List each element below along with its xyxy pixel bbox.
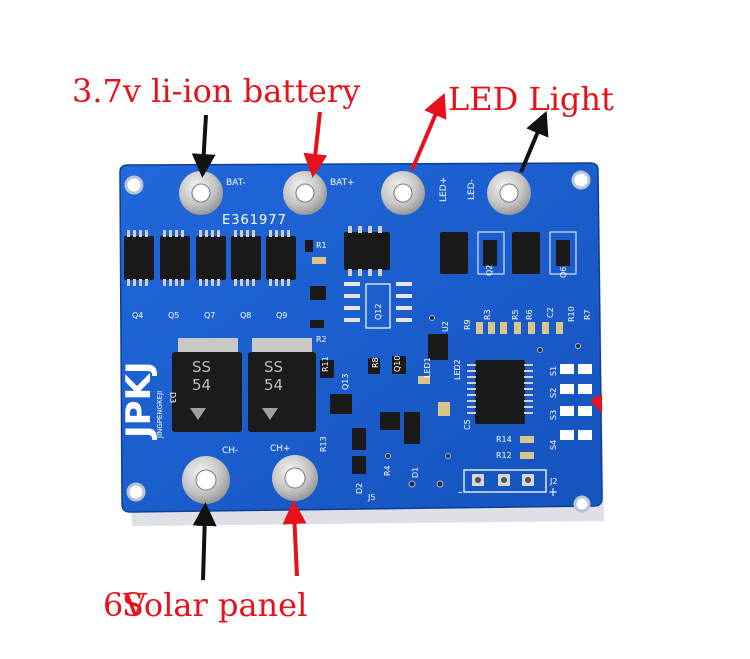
svg-text:Q10: Q10 (393, 356, 402, 372)
svg-text:BAT-: BAT- (226, 178, 246, 188)
svg-text:R6: R6 (525, 309, 534, 320)
pad-bat-minus (179, 171, 223, 215)
svg-text:D1: D1 (411, 467, 420, 478)
battery-label: 3.7v li-ion battery (72, 72, 361, 110)
svg-text:Q8: Q8 (240, 311, 251, 320)
svg-text:CH-: CH- (222, 446, 238, 456)
svg-text:R13: R13 (319, 436, 328, 452)
svg-text:R10: R10 (567, 306, 576, 322)
brand-logo: JPKJ (119, 361, 159, 440)
svg-text:-: - (458, 485, 462, 499)
svg-text:R2: R2 (316, 335, 327, 344)
pad-ch-minus (182, 456, 230, 504)
svg-text:Q7: Q7 (204, 311, 215, 320)
arrow-bat-plus (303, 111, 328, 178)
svg-text:R12: R12 (496, 451, 512, 460)
svg-text:54: 54 (264, 376, 283, 394)
svg-text:CH+: CH+ (270, 444, 291, 454)
svg-text:Q6: Q6 (559, 267, 568, 278)
svg-text:D2: D2 (355, 483, 364, 494)
arrow-bat-minus (191, 114, 216, 178)
control-ic (467, 360, 533, 424)
soic-chip (344, 226, 390, 276)
arrow-led-minus (519, 110, 549, 173)
svg-text:LED-: LED- (467, 179, 477, 200)
svg-text:R4: R4 (383, 465, 392, 476)
svg-text:S3: S3 (549, 410, 558, 420)
pad-led-minus (487, 171, 531, 215)
svg-text:Q4: Q4 (132, 311, 143, 320)
svg-text:R7: R7 (583, 309, 592, 320)
svg-text:LED1: LED1 (423, 357, 432, 378)
svg-text:SS: SS (264, 358, 283, 376)
svg-text:R9: R9 (463, 319, 472, 330)
svg-text:54: 54 (192, 376, 211, 394)
svg-text:S4: S4 (549, 440, 558, 450)
arrow-ch-minus (192, 502, 217, 581)
svg-text:R5: R5 (511, 309, 520, 320)
svg-text:LED+: LED+ (439, 177, 449, 202)
svg-text:JINGPENGKEJI: JINGPENGKEJI (156, 391, 164, 439)
mosfet-row (124, 230, 296, 286)
arrow-ch-plus (282, 500, 307, 577)
svg-text:S2: S2 (549, 388, 558, 398)
pad-ch-plus (272, 455, 318, 501)
svg-text:R1: R1 (316, 241, 327, 250)
svg-text:J2: J2 (549, 477, 557, 486)
svg-text:C5: C5 (463, 419, 472, 430)
header-j2 (463, 469, 547, 493)
svg-text:R14: R14 (496, 435, 512, 444)
diode-ss54-left: SS 54 (172, 338, 242, 432)
svg-text:D3: D3 (168, 392, 177, 403)
svg-text:S1: S1 (549, 366, 558, 376)
solar-voltage-label: 6V (103, 586, 147, 624)
svg-text:R3: R3 (483, 309, 492, 320)
pad-bat-plus (283, 171, 327, 215)
svg-text:LED2: LED2 (453, 359, 462, 380)
arrow-led-plus (410, 92, 447, 171)
svg-text:E361977: E361977 (222, 213, 287, 228)
svg-text:Q12: Q12 (374, 304, 383, 320)
svg-text:R8: R8 (371, 357, 380, 368)
svg-text:Q9: Q9 (276, 311, 287, 320)
led-light-label: LED Light (448, 80, 614, 118)
svg-text:Q5: Q5 (168, 311, 179, 320)
svg-text:SS: SS (192, 358, 211, 376)
svg-text:R11: R11 (321, 356, 330, 372)
svg-text:J5: J5 (367, 493, 375, 502)
svg-text:Q2: Q2 (485, 265, 494, 276)
svg-text:Q13: Q13 (341, 374, 350, 390)
svg-text:+: + (548, 485, 558, 499)
svg-text:BAT+: BAT+ (330, 178, 355, 188)
svg-text:U2: U2 (441, 321, 450, 332)
solar-panel-label: Solar panel (122, 586, 308, 624)
diode-ss54-right: SS 54 (248, 338, 316, 432)
pad-led-plus (381, 171, 425, 215)
svg-text:C2: C2 (546, 307, 555, 318)
